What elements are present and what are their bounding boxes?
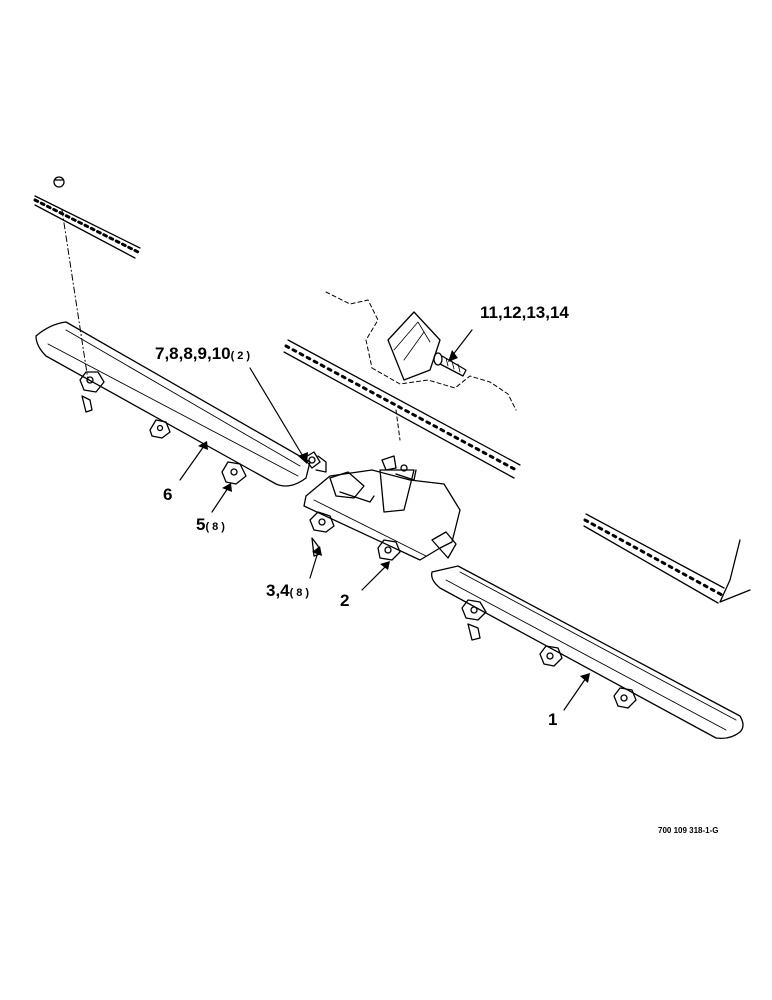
skid-part-6	[35, 321, 311, 487]
callout-11-14: 11,12,13,14	[480, 304, 569, 321]
upper-left-rail	[33, 195, 142, 259]
frame-outline-dashed	[325, 291, 517, 441]
leader-arrowheads	[198, 350, 590, 683]
hardware-7-10	[303, 451, 417, 481]
callout-2: 2	[340, 592, 349, 609]
callout-7-10: 7,8,8,9,10(2)	[155, 345, 253, 362]
callout-11-14-label: 11,12,13,14	[480, 303, 569, 322]
callout-2-label: 2	[340, 591, 350, 610]
callout-6-label: 6	[163, 485, 173, 504]
callout-3-4: 3,4(8)	[266, 582, 312, 599]
clip-part-5	[79, 371, 247, 485]
callout-3-4-label: 3,4	[266, 581, 290, 600]
bolt-11	[433, 352, 467, 377]
upper-left-bolt	[53, 176, 65, 188]
callout-1: 1	[548, 711, 557, 728]
callout-5-qty: (8)	[205, 521, 228, 533]
skid-part-1	[431, 565, 744, 740]
center-rail	[283, 339, 521, 479]
right-rail	[583, 513, 751, 604]
callout-7-10-qty: (2)	[230, 350, 254, 362]
figure-code: 700 109 318-1-G	[658, 826, 719, 835]
skid-part-2	[303, 469, 461, 561]
leader-axis-left	[61, 209, 89, 381]
callout-3-4-qty: (8)	[289, 587, 313, 599]
callout-7-10-label: 7,8,8,9,10	[155, 344, 231, 363]
callout-6: 6	[163, 486, 172, 503]
callout-1-label: 1	[548, 710, 558, 729]
clip-part-1-set	[461, 599, 637, 709]
mount-bracket-plate	[387, 311, 441, 381]
bolt-part-3-4	[309, 511, 401, 561]
leader-lines	[179, 329, 587, 711]
callout-5: 5(8)	[196, 516, 228, 533]
callout-5-label: 5	[196, 515, 206, 534]
